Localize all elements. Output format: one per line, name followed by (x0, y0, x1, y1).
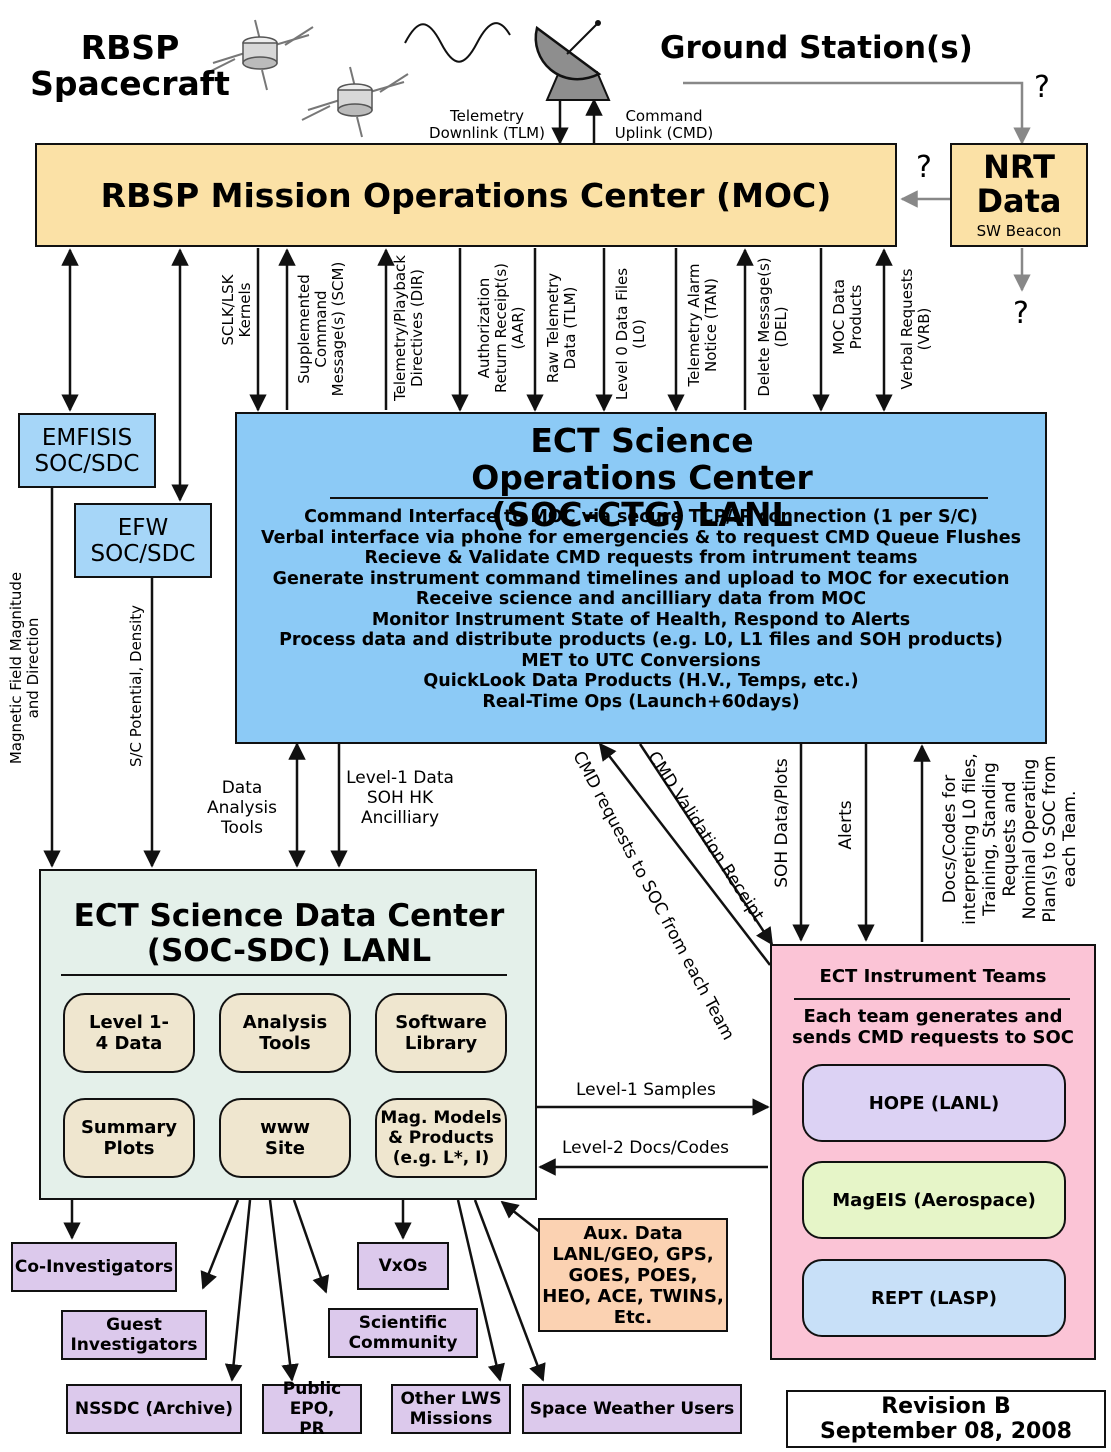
sc-potential-label: S/C Potential, Density (127, 604, 145, 768)
flow-label-tlm: Raw Telemetry Data (TLM) (544, 272, 579, 384)
docs-codes-label: Docs/Codes for interpreting L0 files, Tr… (940, 753, 1080, 925)
nrt-box: NRT Data SW Beacon (950, 143, 1088, 247)
sdc-divider (61, 974, 507, 976)
soc-line: Verbal interface via phone for emergenci… (260, 527, 1022, 548)
user-space-weather: Space Weather Users (522, 1384, 742, 1434)
soc-responsibilities: Command Interface to MOC via secure TCP/… (237, 507, 1045, 712)
magnetic-field-label: Magnetic Field Magnitude and Direction (7, 571, 42, 765)
ground-station-title: Ground Station(s) (660, 30, 973, 66)
soc-divider (330, 497, 988, 499)
flow-label-sclk: SCLK/LSK Kernels (219, 274, 254, 346)
efw-box: EFW SOC/SDC (74, 503, 212, 578)
revision-date: September 08, 2008 (820, 1419, 1072, 1444)
instrument-rept: REPT (LASP) (802, 1259, 1066, 1337)
soc-line: Process data and distribute products (e.… (279, 630, 1003, 650)
soh-plots-label: SOH Data/Plots (772, 758, 792, 888)
revision-box: Revision B September 08, 2008 (786, 1390, 1106, 1448)
user-public: Public EPO, PR (262, 1379, 362, 1439)
flow-label-vrb: Verbal Requests (VRB) (898, 268, 933, 390)
module-analysis-tools: Analysis Tools (219, 993, 351, 1073)
soc-line: Receive science and ancilliary data from… (415, 589, 867, 609)
soc-line: Monitor Instrument State of Health, Resp… (371, 609, 911, 630)
flow-label-dir: Telemetry/Playback Directives (DIR) (391, 255, 426, 401)
question-mark-left: ? (916, 150, 932, 185)
flow-label-del: Delete Message(s) (DEL) (755, 257, 790, 397)
radio-wave-icon (404, 22, 511, 63)
teams-subtitle: Each team generates and sends CMD reques… (792, 1006, 1074, 1048)
data-analysis-tools-label: Data Analysis Tools (206, 778, 278, 838)
user-vxos: VxOs (357, 1242, 449, 1290)
moc-box: RBSP Mission Operations Center (MOC) (35, 143, 897, 247)
module-mag-models: Mag. Models & Products (e.g. L*, I) (375, 1098, 507, 1178)
teams-divider (794, 998, 1070, 1000)
user-co-investigators: Co-Investigators (11, 1242, 177, 1292)
soc-line: Recieve & Validate CMD requests from int… (364, 548, 918, 568)
soc-line: QuickLook Data Products (H.V., Temps, et… (423, 671, 859, 691)
flow-label-moc-products: MOC Data Products (830, 279, 865, 355)
efw-title: EFW SOC/SDC (90, 514, 196, 567)
user-scientific-community: Scientific Community (328, 1308, 478, 1358)
soc-line: Command Interface to MOC via secure TCP/… (304, 507, 978, 527)
satellite-icon (301, 66, 409, 138)
aux-data-box: Aux. Data LANL/GEO, GPS, GOES, POES, HEO… (538, 1218, 728, 1332)
aux-data-text: Aux. Data LANL/GEO, GPS, GOES, POES, HEO… (542, 1222, 724, 1328)
soc-line: MET to UTC Conversions (521, 650, 761, 671)
nrt-title: NRT Data (976, 148, 1062, 220)
soc-title: ECT Science Operations Center (SOC-CTG) … (471, 421, 813, 534)
nrt-subtitle: SW Beacon (976, 222, 1062, 240)
sdc-box: ECT Science Data Center (SOC-SDC) LANL L… (39, 869, 537, 1200)
emfisis-box: EMFISIS SOC/SDC (18, 413, 156, 488)
module-summary-plots: Summary Plots (63, 1098, 195, 1178)
soc-box: ECT Science Operations Center (SOC-CTG) … (235, 412, 1047, 744)
teams-title: ECT Instrument Teams (819, 966, 1047, 987)
emfisis-title: EMFISIS SOC/SDC (34, 424, 140, 477)
user-nssdc: NSSDC (Archive) (66, 1384, 242, 1434)
instrument-mageis: MagEIS (Aerospace) (802, 1161, 1066, 1239)
telemetry-downlink-label: Telemetry Downlink (TLM) (429, 107, 545, 142)
module-software-library: Software Library (375, 993, 507, 1073)
flow-label-tan: Telemetry Alarm Notice (TAN) (685, 263, 720, 387)
user-other-lws: Other LWS Missions (391, 1384, 511, 1434)
sdc-title: ECT Science Data Center (SOC-SDC) LANL (73, 898, 505, 969)
soc-line: Generate instrument command timelines an… (272, 568, 1010, 589)
alerts-label: Alerts (836, 800, 856, 850)
moc-title: RBSP Mission Operations Center (MOC) (100, 175, 832, 215)
level1-group-label: Level-1 Data SOH HK Ancilliary (346, 768, 454, 828)
module-www-site: www Site (219, 1098, 351, 1178)
question-mark-top: ? (1034, 70, 1050, 105)
flow-label-aar: Authorization Return Receipt(s) (AAR) (475, 262, 527, 394)
command-uplink-label: Command Uplink (CMD) (614, 107, 714, 142)
module-level1-4-data: Level 1-4 Data (63, 993, 195, 1073)
level2-docs-label: Level-2 Docs/Codes (562, 1138, 730, 1158)
flow-label-scm: Supplemented Command Message(s) (SCM) (295, 261, 347, 397)
revision-label: Revision B (881, 1394, 1011, 1419)
spacecraft-title: RBSP Spacecraft (30, 28, 230, 103)
flow-label-l0: Level 0 Data Files (L0) (613, 267, 648, 401)
teams-box: ECT Instrument Teams Each team generates… (770, 944, 1096, 1360)
instrument-hope: HOPE (LANL) (802, 1064, 1066, 1142)
satellite-dish-icon (534, 20, 611, 101)
satellite-icon (206, 19, 314, 91)
question-mark-bottom: ? (1013, 296, 1029, 331)
user-guest-investigators: Guest Investigators (61, 1310, 207, 1360)
soc-line: Real-Time Ops (Launch+60days) (482, 691, 800, 712)
level1-samples-label: Level-1 Samples (576, 1080, 716, 1100)
